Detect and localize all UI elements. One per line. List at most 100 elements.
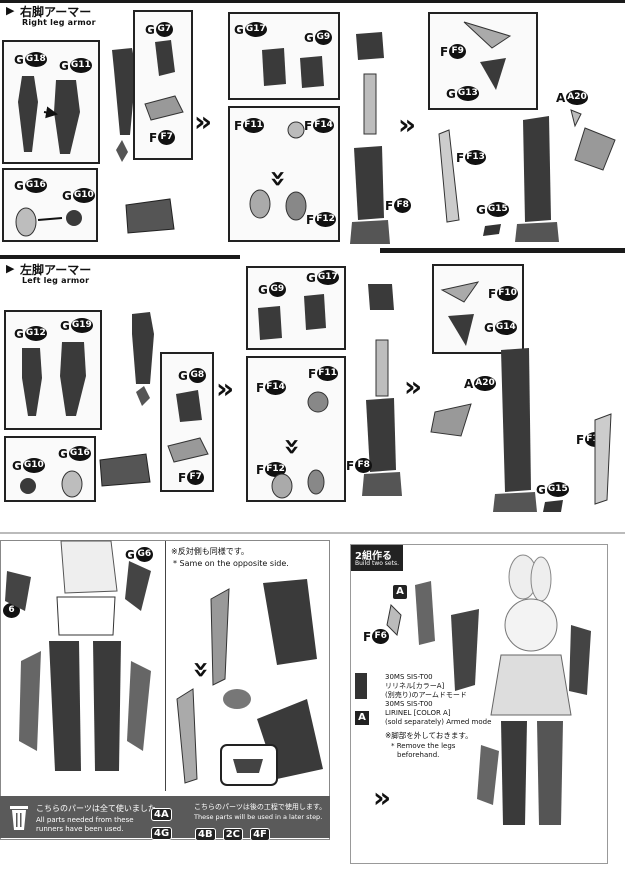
part-illustration [440,281,480,346]
section-bar-right [0,0,625,3]
right-leg-title-en: Right leg armor [22,18,96,27]
remove-legs-en-2: beforehand. [397,751,440,759]
leg-frame-illustration [112,48,136,162]
runner-code: 4A [151,808,172,821]
part-illustration [20,470,83,498]
leg-armor-final-illustration [430,348,612,512]
part-illustration [167,390,209,463]
build-two-sets-jp: 2組作る [355,551,392,562]
part-illustration [258,294,326,340]
runner-code: 2C [222,828,243,841]
build-two-sets-en: Build two sets. [355,560,400,567]
runner-code: 4B [195,828,216,841]
armor-attach-illustration [176,579,323,786]
leg-frame-illustration [132,312,154,406]
next-step-arrow-icon: » [216,372,234,405]
next-step-arrow-icon: » [373,781,391,814]
all-used-en-1: All parts needed from these [36,816,134,824]
part-illustration [271,391,329,499]
build-two-sets-header: 2組作る Build two sets. [351,545,403,571]
figure-armed-illustration [386,554,591,825]
left-leg-title-jp: 左脚アーマー [20,263,92,277]
next-step-arrow-icon: » [194,105,212,138]
all-used-jp: こちらのパーツは全て使いました。 [36,804,164,813]
part-illustration [15,207,82,237]
runner-code: 4F [250,828,270,841]
product-name-6: (sold separately) Armed mode [385,718,492,726]
opposite-side-note-jp: ※反対側も同様です。 [171,547,249,556]
part-a-badge: A [393,585,407,599]
later-runner-codes: 4B 2C 4F [194,822,271,841]
color-a-badge: A [355,711,369,725]
triangle-icon: ▶ [6,262,15,275]
remove-legs-en-1: * Remove the legs [391,742,456,750]
right-leg-title-jp: 右脚アーマー [20,5,92,19]
product-name-3: (別売り)のアームドモード [385,691,467,699]
next-step-arrow-icon: » [404,370,422,403]
product-color-swatch [355,673,367,699]
foot-illustration [125,198,175,234]
panel-divider [165,541,166,791]
triangle-icon: ▶ [6,4,15,17]
later-use-en: These parts will be used in a later step… [194,813,323,821]
product-name-5: LIRINEL [COLOR A] [385,709,451,717]
part-illustration [144,40,184,121]
leg-part-illustration [22,342,86,416]
foot-illustration [99,453,151,487]
product-name-2: リリネル[カラーA] [385,682,445,690]
all-used-en-2: runners have been used. [36,825,124,833]
left-leg-title-en: Left leg armor [22,276,90,285]
later-use-jp: こちらのパーツは後の工程で使用します。 [194,803,327,811]
part-illustration [262,48,324,88]
section-bar-left [0,255,240,259]
down-arrow-icon: » [185,660,219,671]
leg-armor-final-illustration [438,109,616,242]
parts-usage-bar: こちらのパーツは全て使いました。 All parts needed from t… [0,796,330,841]
used-runner-codes: 4A 4G [150,802,182,840]
figure-legs-illustration [5,540,151,771]
next-step-arrow-icon: » [398,108,416,141]
